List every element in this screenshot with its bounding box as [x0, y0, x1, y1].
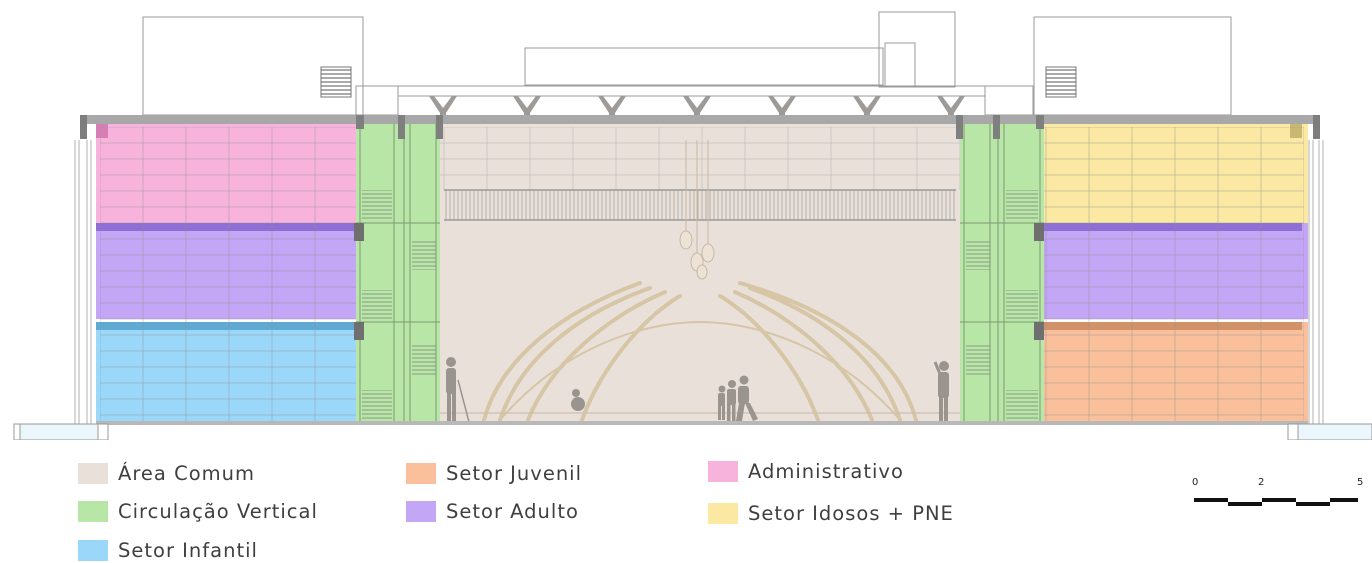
legend-item-setor-adulto: Setor Adulto	[406, 498, 579, 524]
people-silhouettes	[446, 357, 949, 423]
scale-label-0: 0	[1192, 477, 1199, 488]
legend-swatch	[708, 502, 738, 524]
zone-circulacao-left	[356, 124, 440, 424]
legend-label: Administrativo	[748, 459, 904, 483]
pendant-lamps	[679, 140, 715, 280]
stair-structure	[356, 124, 1044, 424]
legend-swatch	[78, 462, 108, 484]
legend-label: Setor Infantil	[118, 538, 258, 562]
scale-label-5: 5	[1357, 477, 1364, 488]
legend-item-administrativo: Administrativo	[708, 458, 904, 484]
mezzanine-railing	[444, 190, 956, 220]
legend-label: Setor Adulto	[446, 499, 579, 523]
legend-swatch	[78, 500, 108, 522]
window-grids	[100, 127, 1304, 421]
ground-line	[13, 421, 1372, 440]
parapet-left	[80, 115, 87, 139]
legend-swatch	[406, 462, 436, 484]
columns	[354, 115, 1044, 340]
legend-item-circulacao-vertical: Circulação Vertical	[78, 498, 318, 524]
legend-item-setor-infantil: Setor Infantil	[78, 537, 258, 563]
dome-arches	[482, 281, 918, 422]
vent-right	[1045, 66, 1077, 98]
legend-item-area-comum: Área Comum	[78, 460, 255, 486]
stair-treads	[362, 190, 1038, 420]
scale-label-2: 2	[1258, 477, 1265, 488]
legend-item-setor-juvenil: Setor Juvenil	[406, 460, 582, 486]
legend-label: Setor Idosos + PNE	[748, 501, 954, 525]
zone-circulacao-right	[960, 124, 1044, 424]
roof-supports	[429, 96, 965, 122]
legend-label: Área Comum	[118, 461, 255, 485]
roof-slab	[80, 115, 1320, 124]
legend-swatch	[406, 500, 436, 522]
legend-swatch	[708, 460, 738, 482]
legend-label: Setor Juvenil	[446, 461, 583, 485]
legend-label: Circulação Vertical	[118, 499, 318, 523]
exterior-walls	[74, 140, 1324, 424]
vent-left	[320, 66, 352, 98]
legend-item-setor-idosos: Setor Idosos + PNE	[708, 500, 954, 526]
parapet-right	[1313, 115, 1320, 139]
building-section-drawing	[13, 11, 1372, 440]
legend-swatch	[78, 539, 108, 561]
